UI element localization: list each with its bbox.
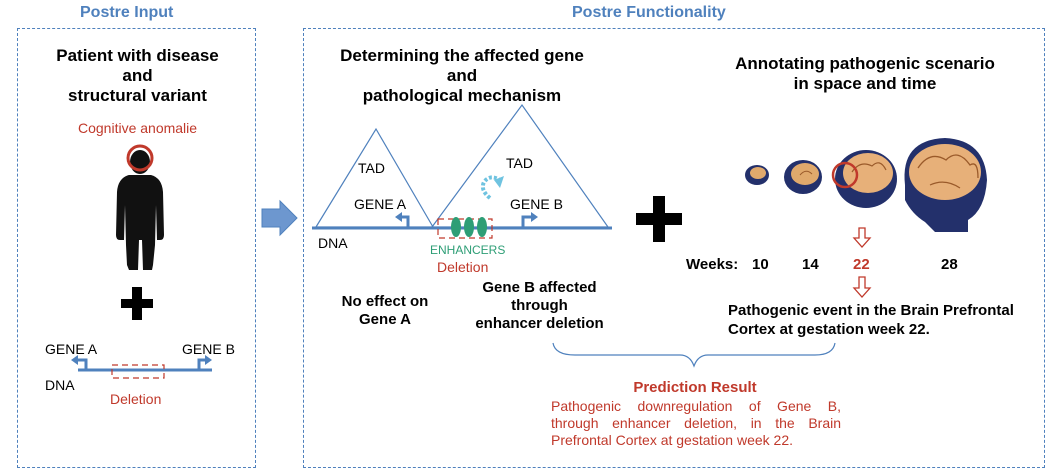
func-gene-b-arrow [521,215,532,227]
down-arrow-1 [852,227,872,248]
fetal-head-22 [835,150,897,208]
fetal-head-28 [904,138,987,232]
mechanism-title-line-3: pathological mechanism [362,86,562,105]
functionality-header: Postre Functionality [572,4,726,21]
func-gene-b-arrowhead [531,212,538,222]
enhancer-2 [464,217,474,237]
input-title: Patient with disease and structural vari… [30,46,245,106]
loop-arrowhead [494,176,504,188]
prediction-title: Prediction Result [633,379,757,396]
tad-right-triangle [430,103,610,228]
week-14: 14 [802,256,819,273]
input-gene-a-label: GENE A [45,341,98,357]
func-dna-label: DNA [318,235,348,251]
scenario-title: Annotating pathogenic scenario in space … [710,54,1020,94]
input-gene-b-arrow [197,358,206,369]
anomaly-circle [126,144,154,172]
prediction-line-3: Prefrontal Cortex at gestation week 22. [551,432,794,448]
input-gene-b-arrowhead [205,355,212,365]
prefrontal-highlight-circle [831,161,859,189]
input-title-line-3: structural variant [68,86,207,105]
tad-right-label: TAD [506,155,533,171]
fetal-head-14 [784,160,822,194]
anomaly-label: Cognitive anomalie [78,120,198,136]
result-brace [552,342,836,368]
func-gene-a-arrowhead [395,212,402,222]
input-title-line-1: Patient with disease [56,46,219,65]
input-gene-b-label: GENE B [182,341,235,357]
input-dna-label: DNA [45,377,75,393]
input-deletion-box [111,364,165,379]
enhancer-1 [451,217,461,237]
func-gene-a-arrow [400,215,410,227]
affected-line-2: through [511,297,568,314]
prediction-body: Pathogenic downregulation of Gene B, thr… [551,398,841,449]
input-header: Postre Input [80,4,174,21]
down-arrow-2 [852,276,872,298]
affected-line-3: enhancer deletion [475,315,604,332]
func-gene-a-label: GENE A [354,196,407,212]
input-panel [17,28,256,468]
week-22: 22 [853,256,870,273]
event-line-1: Pathogenic event in the Brain Prefrontal [728,302,1014,319]
func-deletion-label: Deletion [437,259,489,275]
input-gene-a-arrow [76,358,88,369]
fetal-head-10 [745,165,769,185]
prediction-line-1: Pathogenic downregulation of Gene B, [551,398,841,414]
brain-images [738,138,987,236]
mechanism-title-line-1: Determining the affected gene [340,46,584,65]
scenario-title-line-1: Annotating pathogenic scenario [735,54,995,73]
tad-left-label: TAD [358,160,385,176]
scenario-title-line-2: in space and time [793,74,937,93]
tad-left-triangle [314,127,435,228]
plus-icon-large [636,196,682,242]
functionality-panel [303,28,1045,468]
event-text: Pathogenic event in the Brain Prefrontal… [728,301,1014,339]
no-effect-line-2: Gene A [359,311,411,328]
enhancers-label: ENHANCERS [430,243,506,257]
loop-arrow-icon [480,175,502,200]
affected-line-1: Gene B affected [482,279,597,296]
flow-arrow [261,199,298,237]
prediction-line-2: through enhancer deletion, in the Brain [551,415,841,431]
no-effect-text: No effect on Gene A [325,293,445,329]
input-gene-a-arrowhead [71,355,78,365]
event-line-2: Cortex at gestation week 22. [728,321,930,338]
no-effect-line-1: No effect on [341,293,429,310]
mechanism-title-line-2: and [446,66,478,85]
input-deletion-label: Deletion [110,391,162,407]
weeks-label: Weeks: [686,256,739,273]
func-gene-b-label: GENE B [510,196,563,212]
enhancer-3 [477,217,487,237]
affected-text: Gene B affected through enhancer deletio… [462,279,617,333]
week-10: 10 [752,256,769,273]
plus-icon [121,287,153,320]
week-28: 28 [941,256,958,273]
person-silhouette [116,150,164,270]
mechanism-title: Determining the affected gene and pathol… [312,46,612,106]
func-deletion-box [437,218,493,239]
input-title-line-2: and [122,66,153,85]
